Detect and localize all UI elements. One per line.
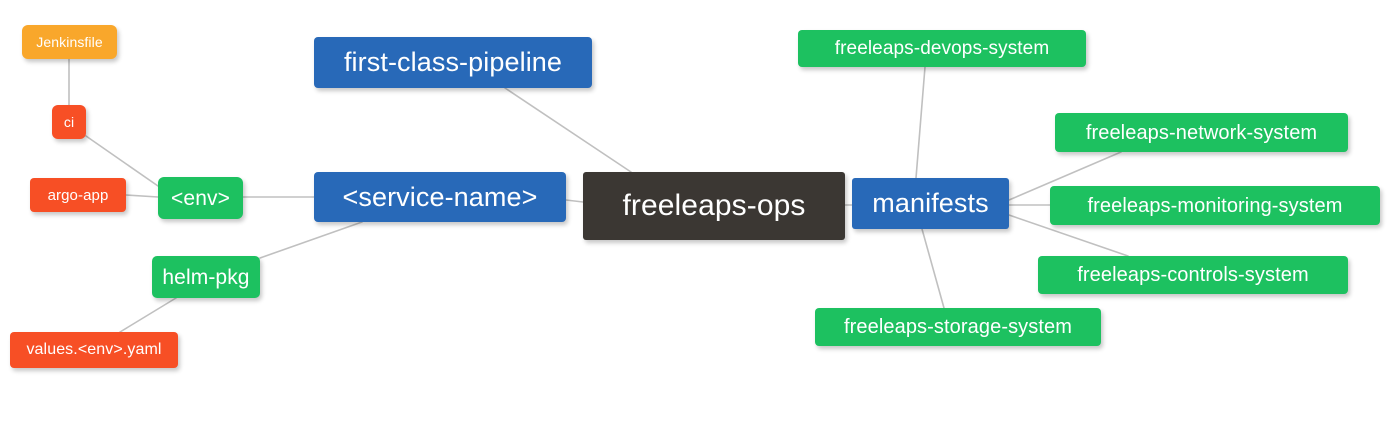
node-label-freeleaps-devops-system: freeleaps-devops-system xyxy=(834,38,1050,59)
node-argo-app[interactable]: argo-app xyxy=(30,178,126,212)
edge-manifests-to-freeleaps-devops-system xyxy=(915,66,926,179)
node-freeleaps-devops-system[interactable]: freeleaps-devops-system xyxy=(798,30,1086,67)
node-label-jenkinsfile: Jenkinsfile xyxy=(36,34,103,50)
node-freeleaps-monitoring-system[interactable]: freeleaps-monitoring-system xyxy=(1050,186,1380,225)
node-label-values-yaml: values.<env>.yaml xyxy=(26,341,162,358)
node-label-freeleaps-controls-system: freeleaps-controls-system xyxy=(1077,264,1309,286)
edge-first-class-pipeline-to-freeleaps-ops xyxy=(504,87,632,173)
edge-values-yaml-to-helm-pkg xyxy=(119,297,177,333)
edge-service-name-to-freeleaps-ops xyxy=(565,199,584,203)
node-ci[interactable]: ci xyxy=(52,105,86,139)
node-values-yaml[interactable]: values.<env>.yaml xyxy=(10,332,178,368)
node-service-name[interactable]: <service-name> xyxy=(314,172,566,222)
node-jenkinsfile[interactable]: Jenkinsfile xyxy=(22,25,117,59)
node-freeleaps-controls-system[interactable]: freeleaps-controls-system xyxy=(1038,256,1348,294)
node-label-env: <env> xyxy=(171,186,230,210)
node-label-service-name: <service-name> xyxy=(342,181,538,212)
node-label-freeleaps-network-system: freeleaps-network-system xyxy=(1085,121,1318,144)
edge-manifests-to-freeleaps-storage-system xyxy=(921,228,945,309)
node-label-manifests: manifests xyxy=(872,188,989,218)
node-freeleaps-network-system[interactable]: freeleaps-network-system xyxy=(1055,113,1348,152)
node-label-freeleaps-ops: freeleaps-ops xyxy=(622,189,806,222)
edge-helm-pkg-to-service-name xyxy=(259,221,363,259)
edge-argo-app-to-env xyxy=(125,194,159,198)
node-label-first-class-pipeline: first-class-pipeline xyxy=(343,47,563,77)
node-freeleaps-storage-system[interactable]: freeleaps-storage-system xyxy=(815,308,1101,346)
node-label-freeleaps-storage-system: freeleaps-storage-system xyxy=(843,316,1073,338)
node-helm-pkg[interactable]: helm-pkg xyxy=(152,256,260,298)
node-label-freeleaps-monitoring-system: freeleaps-monitoring-system xyxy=(1087,194,1343,217)
node-first-class-pipeline[interactable]: first-class-pipeline xyxy=(314,37,592,88)
node-label-ci: ci xyxy=(63,114,75,130)
node-label-argo-app: argo-app xyxy=(47,186,109,204)
node-manifests[interactable]: manifests xyxy=(852,178,1009,229)
node-label-helm-pkg: helm-pkg xyxy=(162,265,250,289)
node-env[interactable]: <env> xyxy=(158,177,243,219)
node-freeleaps-ops[interactable]: freeleaps-ops xyxy=(583,172,845,240)
